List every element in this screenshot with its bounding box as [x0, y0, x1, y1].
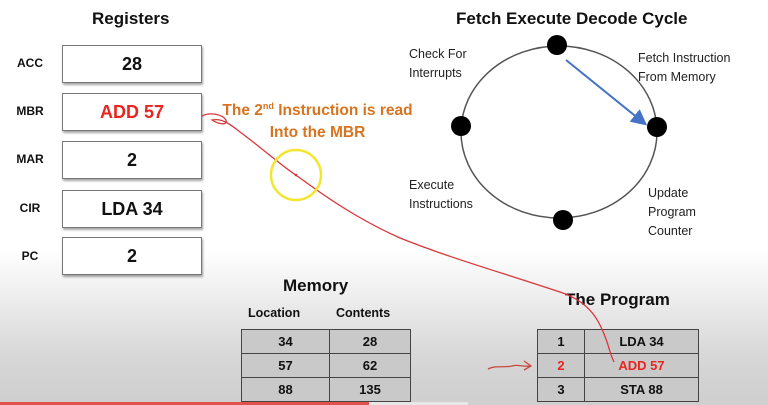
- annotation-line-1: The 2nd Instruction is read: [222, 101, 413, 119]
- registers-title: Registers: [92, 9, 170, 28]
- memory-location: 88: [241, 377, 330, 402]
- program-instruction: ADD 57: [584, 353, 699, 378]
- register-pc-value: 2: [62, 237, 202, 275]
- register-label-mbr: MBR: [16, 104, 44, 118]
- annotation-line-2: Into the MBR: [269, 124, 366, 141]
- cycle-title: Fetch Execute Decode Cycle: [456, 9, 688, 28]
- program-line-number: 1: [537, 329, 585, 354]
- register-mar-value: 2: [62, 141, 202, 179]
- memory-row: 88 135: [241, 377, 411, 402]
- register-label-acc: ACC: [17, 56, 43, 70]
- program-line-number: 2: [537, 353, 585, 378]
- register-mbr-value: ADD 57: [62, 93, 202, 131]
- program-instruction: LDA 34: [584, 329, 699, 354]
- cycle-ring: [460, 45, 658, 219]
- program-title: The Program: [565, 290, 670, 309]
- memory-contents: 62: [329, 353, 411, 378]
- memory-row: 34 28: [241, 329, 411, 354]
- memory-header-contents: Contents: [336, 306, 391, 320]
- memory-title: Memory: [283, 276, 349, 295]
- annotation-text: The 2nd Instruction is read Into the MBR: [205, 95, 430, 144]
- cursor-dot: [294, 173, 298, 177]
- register-label-mar: MAR: [16, 152, 44, 166]
- memory-contents: 28: [329, 329, 411, 354]
- program-row: 1 LDA 34: [537, 329, 699, 354]
- memory-location: 57: [241, 353, 330, 378]
- program-instruction: STA 88: [584, 377, 699, 402]
- register-label-pc: PC: [21, 249, 39, 263]
- program-row: 3 STA 88: [537, 377, 699, 402]
- memory-location: 34: [241, 329, 330, 354]
- program-line-number: 3: [537, 377, 585, 402]
- cycle-node-bottom: [553, 210, 573, 230]
- register-acc-value: 28: [62, 45, 202, 83]
- pen-stroke-mbr-to-program: [201, 113, 615, 363]
- memory-header-location: Location: [248, 306, 301, 320]
- cycle-node-top: [547, 35, 567, 55]
- cycle-node-left: [451, 116, 471, 136]
- memory-contents: 135: [329, 377, 411, 402]
- video-progress-bar[interactable]: [0, 402, 768, 405]
- program-row: 2 ADD 57: [537, 353, 699, 378]
- register-cir-value: LDA 34: [62, 190, 202, 228]
- register-label-cir: CIR: [19, 201, 41, 215]
- fetch-arrow: [565, 59, 648, 126]
- pen-arrow-to-line-2: [487, 360, 533, 371]
- video-played: [0, 402, 369, 405]
- cycle-node-right: [647, 117, 667, 137]
- cursor-highlight: [269, 148, 323, 202]
- program-table: 1 LDA 34 2 ADD 57 3 STA 88: [537, 329, 699, 402]
- memory-row: 57 62: [241, 353, 411, 378]
- memory-table: 34 28 57 62 88 135: [241, 329, 411, 402]
